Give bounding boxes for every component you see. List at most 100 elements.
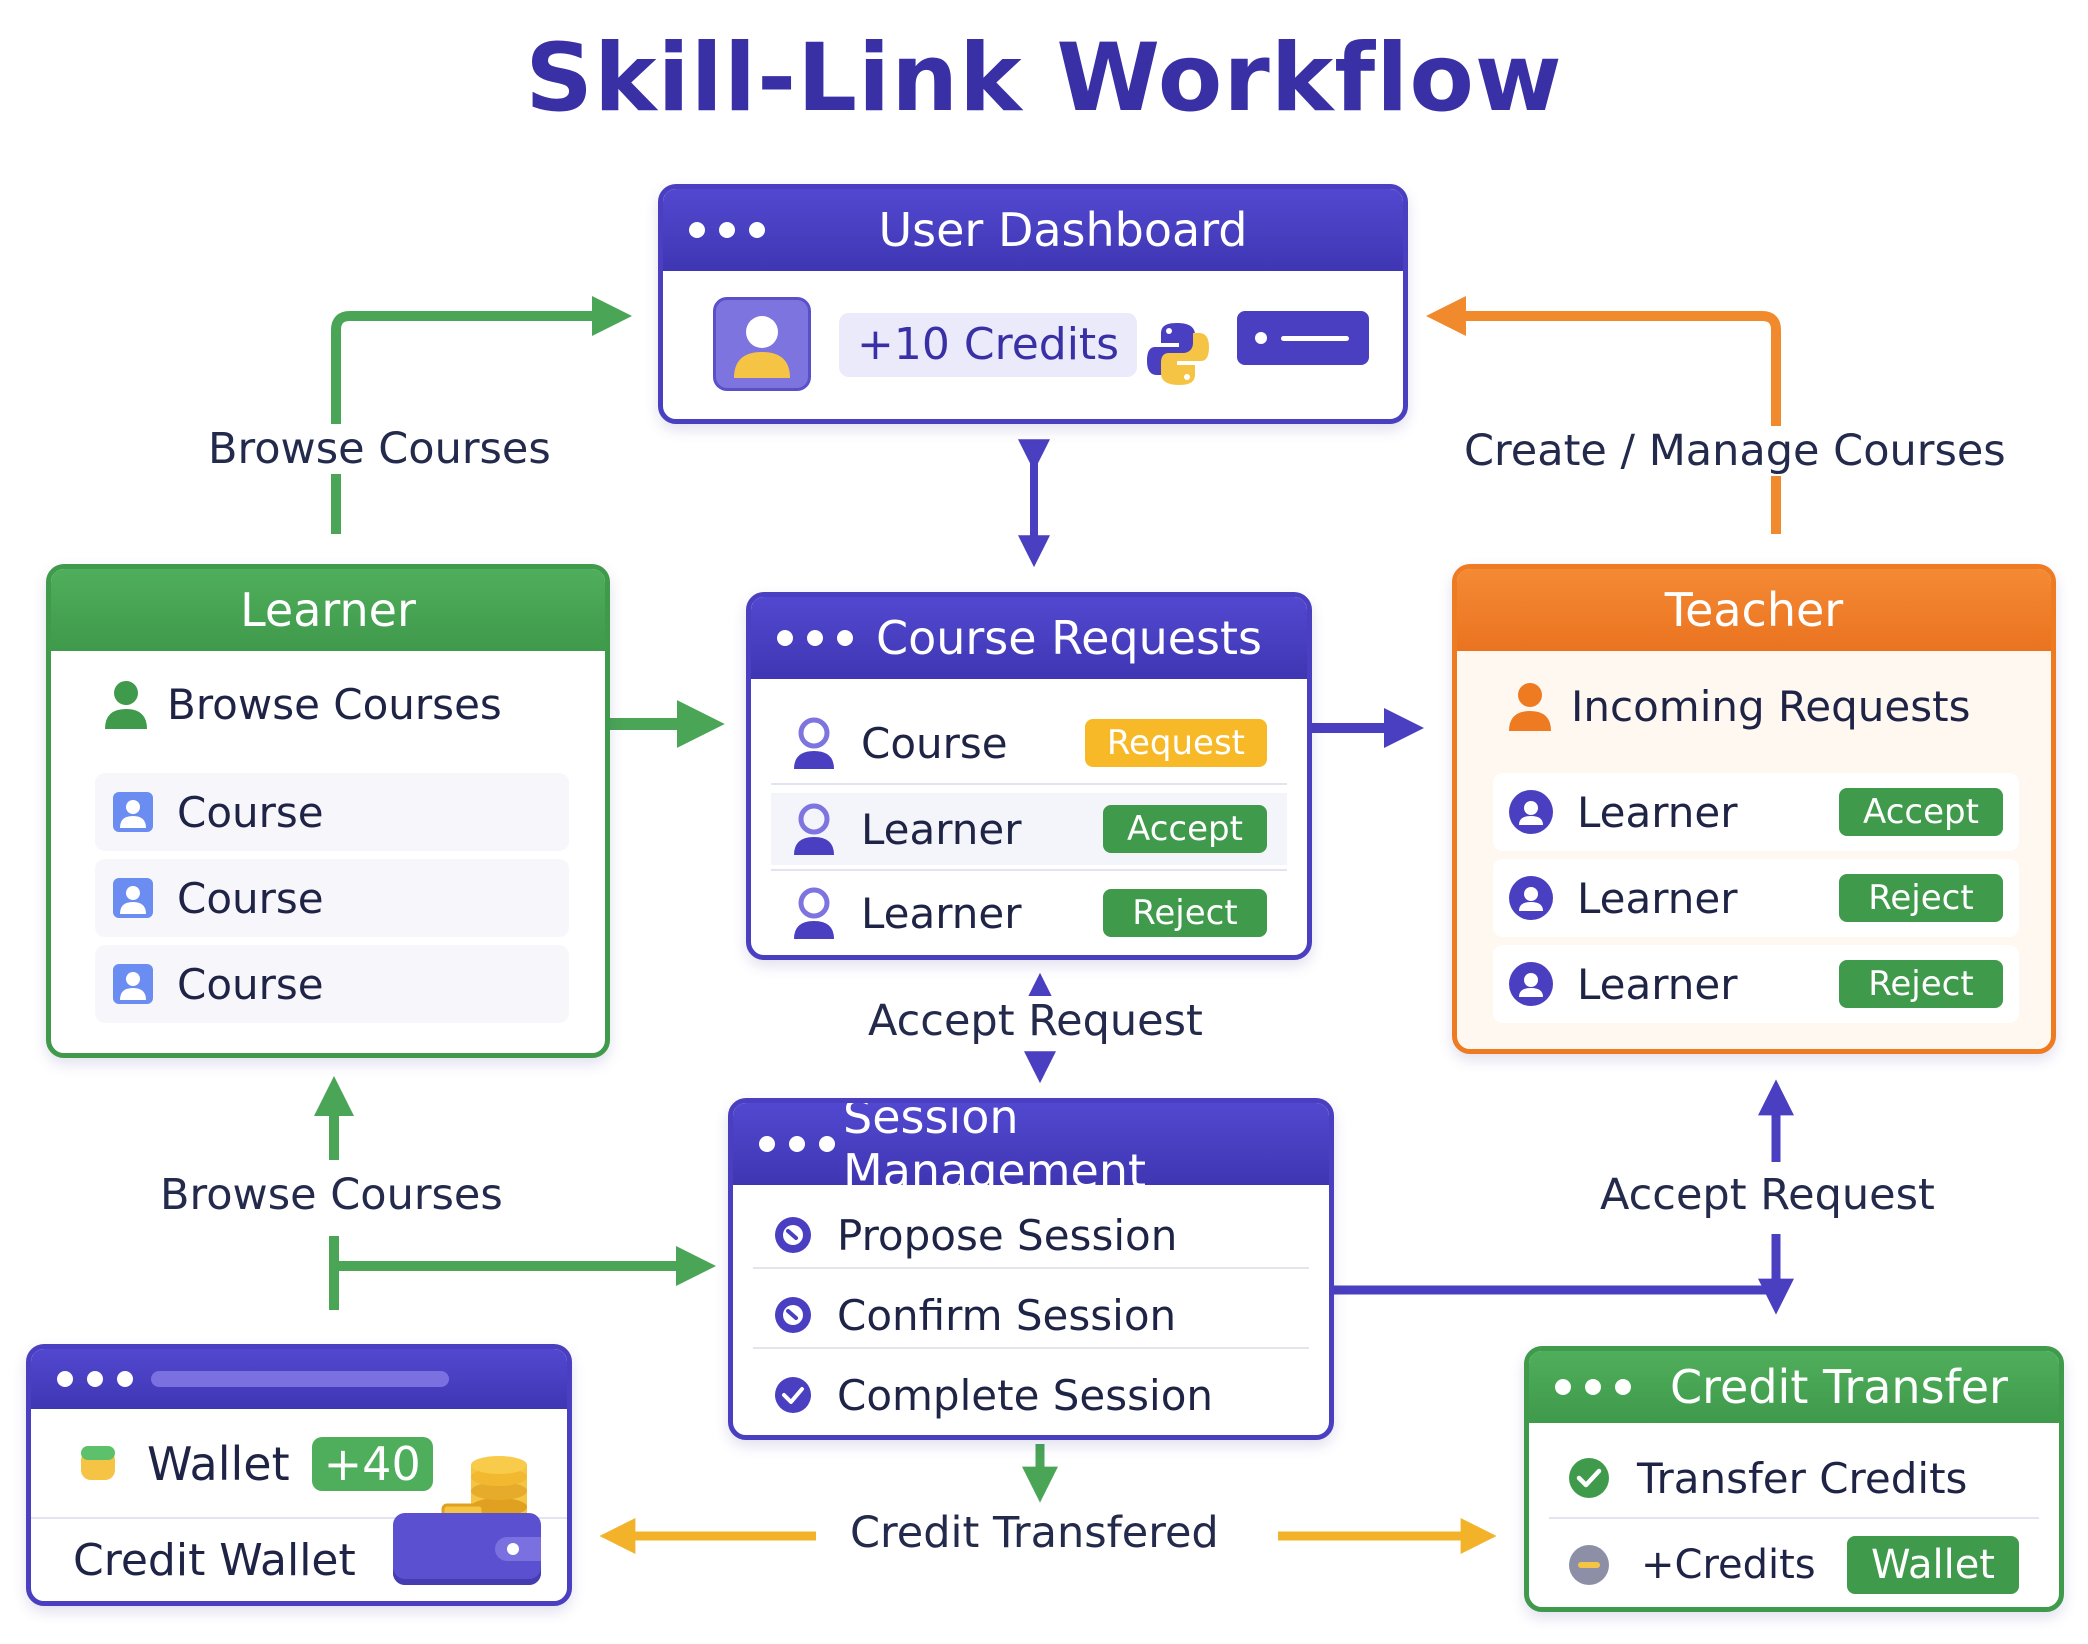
learner-item-label: Course <box>177 959 324 1009</box>
wallet-label: Wallet <box>147 1437 290 1491</box>
list-item[interactable]: Complete Session <box>753 1363 1309 1427</box>
label-accept-center: Accept Request <box>860 996 1211 1046</box>
row-divider <box>771 783 1287 785</box>
reject-button[interactable]: Reject <box>1839 874 2003 922</box>
credits-label: +Credits <box>1641 1542 1816 1588</box>
learner-subtitle: Browse Courses <box>167 679 502 729</box>
wallet-header <box>31 1349 567 1409</box>
label-browse-top: Browse Courses <box>200 424 559 474</box>
learner-title: Learner <box>240 583 416 637</box>
row-divider <box>771 869 1287 871</box>
user-icon <box>794 803 834 855</box>
teacher-subtitle: Incoming Requests <box>1571 681 1971 731</box>
user-circle-icon <box>1509 790 1553 834</box>
table-row: Learner Reject <box>1493 859 2019 937</box>
profile-card-icon <box>113 964 153 1004</box>
arrow-teacher-to-dashboard <box>1425 296 1781 534</box>
label-browse-bottom: Browse Courses <box>152 1170 511 1220</box>
profile-card-icon <box>113 792 153 832</box>
teacher-row-label: Learner <box>1577 787 1738 837</box>
learner-subtitle-row: Browse Courses <box>103 679 585 729</box>
session-title: Session Management <box>843 1098 1147 1198</box>
window-dots-icon <box>759 1136 835 1152</box>
window-dots-icon <box>1555 1379 1631 1395</box>
window-dots-icon <box>777 630 853 646</box>
row-divider <box>1549 1517 2039 1519</box>
python-logo-icon <box>1147 323 1209 385</box>
list-item[interactable]: Confirm Session <box>753 1283 1309 1347</box>
course-requests-header: Course Requests <box>751 597 1307 679</box>
wallet-button[interactable]: Wallet <box>1846 1536 2019 1594</box>
request-button[interactable]: Request <box>1084 719 1267 767</box>
credit-transfer-title: Credit Transfer <box>1670 1360 2008 1414</box>
request-row-label: Learner <box>861 888 1022 938</box>
learner-item-label: Course <box>177 873 324 923</box>
wallet-divider <box>31 1517 567 1519</box>
teacher-panel: Teacher Incoming Requests Learner Accept… <box>1452 564 2056 1054</box>
window-dots-icon <box>57 1371 133 1387</box>
teacher-row-label: Learner <box>1577 959 1738 1009</box>
credits-row: +Credits Wallet <box>1549 1529 2039 1601</box>
teacher-header: Teacher <box>1457 569 2051 651</box>
profile-card-icon <box>113 878 153 918</box>
dashboard-avatar[interactable] <box>713 297 811 391</box>
learner-header: Learner <box>51 569 605 651</box>
learner-item-label: Course <box>177 787 324 837</box>
session-header: Session Management <box>733 1103 1329 1198</box>
user-dashboard-panel: User Dashboard +10 Credits <box>658 184 1408 424</box>
row-divider <box>753 1267 1309 1269</box>
check-circle-icon <box>1569 1458 1609 1498</box>
list-item[interactable]: Propose Session <box>753 1203 1309 1267</box>
accept-button[interactable]: Accept <box>1839 788 2003 836</box>
teacher-title: Teacher <box>1664 583 1844 637</box>
session-management-panel: Session Management Propose Session Confi… <box>728 1098 1334 1440</box>
request-row-label: Learner <box>861 804 1022 854</box>
learner-panel: Learner Browse Courses Course Course Cou… <box>46 564 610 1058</box>
user-circle-icon <box>1509 962 1553 1006</box>
check-circle-icon <box>775 1377 811 1413</box>
transfer-item-label: Transfer Credits <box>1637 1453 1968 1503</box>
list-item[interactable]: Course <box>95 859 569 937</box>
arrow-learner-to-dashboard <box>331 296 633 534</box>
session-item-label: Complete Session <box>837 1370 1214 1420</box>
course-requests-title: Course Requests <box>875 611 1263 665</box>
credit-wallet-label: Credit Wallet <box>73 1535 356 1586</box>
session-item-label: Propose Session <box>837 1210 1178 1260</box>
course-requests-panel: Course Requests Course Request Learner A… <box>746 592 1312 960</box>
wallet-badge: +40 <box>311 1437 433 1491</box>
dashboard-header: User Dashboard <box>663 189 1403 271</box>
row-divider <box>753 1347 1309 1349</box>
accept-button[interactable]: Accept <box>1103 805 1267 853</box>
card-icon[interactable] <box>1237 311 1369 365</box>
wallet-panel: Wallet +40 Credit Wallet <box>26 1344 572 1606</box>
user-circle-icon <box>1509 876 1553 920</box>
wallet-header-bar <box>151 1371 449 1387</box>
person-icon <box>105 681 147 729</box>
page-title: Skill-Link Workflow <box>525 24 1563 133</box>
teacher-row-label: Learner <box>1577 873 1738 923</box>
reject-button[interactable]: Reject <box>1839 960 2003 1008</box>
list-item[interactable]: Course <box>95 945 569 1023</box>
dashboard-title: User Dashboard <box>878 203 1248 257</box>
session-item-label: Confirm Session <box>837 1290 1177 1340</box>
label-credit-transferred: Credit Transfered <box>838 1508 1231 1558</box>
person-icon <box>1509 683 1551 731</box>
window-dots-icon <box>689 222 765 238</box>
list-item[interactable]: Transfer Credits <box>1549 1443 2039 1513</box>
list-item[interactable]: Course <box>95 773 569 851</box>
minus-coin-icon <box>1569 1545 1609 1585</box>
request-row-label: Course <box>861 718 1008 768</box>
user-icon <box>794 887 834 939</box>
teacher-subtitle-row: Incoming Requests <box>1507 681 2031 731</box>
table-row: Learner Reject <box>771 877 1287 949</box>
table-row: Learner Accept <box>771 793 1287 865</box>
credit-transfer-header: Credit Transfer <box>1529 1351 2059 1423</box>
reject-button[interactable]: Reject <box>1103 889 1267 937</box>
clock-icon <box>775 1297 811 1333</box>
wallet-icon[interactable] <box>393 1513 541 1585</box>
dashboard-credits-badge: +10 Credits <box>839 313 1138 377</box>
wallet-row: Wallet +40 <box>79 1437 433 1491</box>
credit-transfer-panel: Credit Transfer Transfer Credits +Credit… <box>1524 1346 2064 1612</box>
user-icon <box>794 717 834 769</box>
coin-stack-icon <box>81 1446 115 1480</box>
